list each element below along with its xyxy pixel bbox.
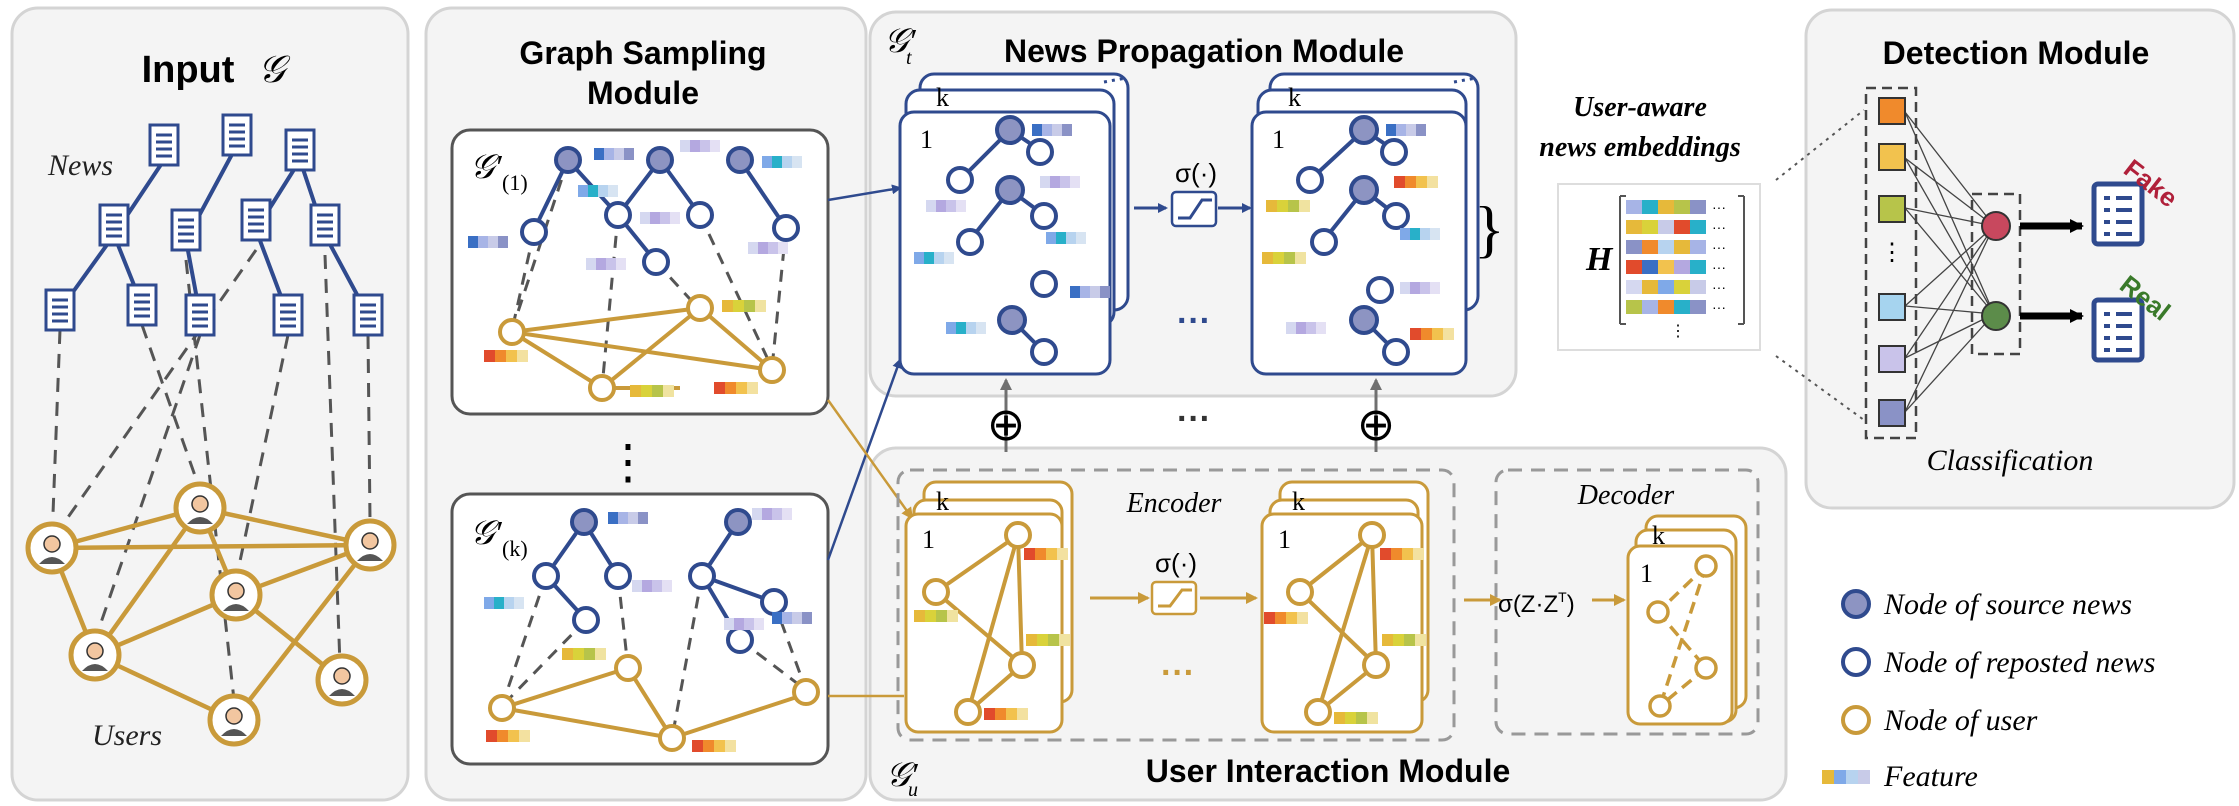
real-neuron <box>1981 301 2011 331</box>
stack-1-label-2: 1 <box>1272 125 1285 154</box>
embedding-matrix: ··· ··· ··· ··· ··· ··· ⋮ <box>1619 195 1745 340</box>
stack-k-label-2: k <box>1288 83 1301 112</box>
encoder-activation-icon <box>1150 580 1198 616</box>
svg-text:···: ··· <box>1712 219 1726 235</box>
propagation-graph-label: 𝒢′ <box>884 23 916 60</box>
sampling-ellipsis: ⋮ <box>604 436 652 489</box>
legend-feature-icon <box>1822 770 1870 784</box>
encoder-ellipsis: ··· <box>1161 654 1195 692</box>
svg-text:⊕: ⊕ <box>1357 398 1396 450</box>
interaction-title: User Interaction Module <box>1146 753 1511 789</box>
fusion-plus-1: ⊕ <box>987 378 1026 452</box>
encoder-stack-1: k 1 <box>904 480 1074 734</box>
interaction-graph-sub: u <box>908 779 918 801</box>
subgraph-k-label: 𝒢′ <box>470 515 502 552</box>
embeddings-label-line2: news embeddings <box>1539 132 1741 163</box>
svg-text:⋮: ⋮ <box>1880 239 1904 266</box>
enc2-stack-1: 1 <box>1278 525 1291 554</box>
between-ellipsis: ··· <box>1177 400 1211 438</box>
svg-text:···: ··· <box>1712 199 1726 215</box>
users-label: Users <box>92 719 162 752</box>
sampling-title-line1: Graph Sampling <box>519 35 766 71</box>
decoder-formula: σ(Z·ZT) <box>1498 589 1575 618</box>
svg-text:⊕: ⊕ <box>987 398 1026 450</box>
subgraph-k-sub: (k) <box>502 536 528 561</box>
legend-source-label: Node of source news <box>1883 588 2132 621</box>
subgraph-1-sub: (1) <box>502 170 528 195</box>
propagation-graph-sub: t <box>906 47 912 69</box>
propagation-stack-2: k 1 <box>1250 72 1480 376</box>
legend-user-label: Node of user <box>1883 704 2038 737</box>
svg-text:···: ··· <box>1712 279 1726 295</box>
activation-box-icon <box>1170 190 1218 228</box>
propagation-title: News Propagation Module <box>1004 33 1404 69</box>
sampling-title-line2: Module <box>587 75 699 111</box>
input-layer-box <box>1864 86 1918 440</box>
svg-text:···: ··· <box>1712 239 1726 255</box>
hidden-layer-box <box>1970 192 2022 356</box>
subgraph-k-box <box>450 492 830 766</box>
legend-reposted-label: Node of reposted news <box>1883 646 2155 679</box>
real-doc-icon <box>2094 300 2142 360</box>
subgraph-1-user-edges <box>510 306 774 390</box>
interaction-graph-label: 𝒢′ <box>886 757 918 794</box>
decoder-stack: k 1 <box>1626 514 1748 726</box>
propagation-stack-1: k 1 <box>898 72 1130 376</box>
enc-stack-1: 1 <box>922 525 935 554</box>
legend-reposted-icon <box>1841 647 1871 677</box>
svg-text:⋮: ⋮ <box>1670 323 1686 340</box>
enc-stack-k: k <box>936 487 949 516</box>
propagation-ellipsis: ··· <box>1177 302 1211 340</box>
svg-text:···: ··· <box>1712 259 1726 275</box>
legend: Node of source news Node of reposted new… <box>1822 588 2155 793</box>
classification-label: Classification <box>1927 444 2094 477</box>
dec-stack-k: k <box>1652 521 1665 550</box>
classifier-edges <box>1904 111 1995 413</box>
legend-user-icon <box>1841 705 1871 735</box>
stack-k-label: k <box>936 83 949 112</box>
legend-feature-label: Feature <box>1883 760 1978 793</box>
legend-source-icon <box>1841 589 1871 619</box>
matrix-symbol: H <box>1585 241 1614 278</box>
decoder-region <box>1494 468 1760 736</box>
propagation-activation: σ(·) <box>1175 158 1217 188</box>
fake-doc-icon <box>2094 184 2142 244</box>
encoder-stack-2: k 1 <box>1260 480 1430 734</box>
subgraph-1-nodes <box>498 146 800 402</box>
fake-neuron <box>1981 211 2011 241</box>
fusion-plus-2: ⊕ <box>1357 378 1396 452</box>
encoder-label: Encoder <box>1126 488 1222 519</box>
embeddings-label-line1: User-aware <box>1573 92 1707 123</box>
encoder-activation: σ(·) <box>1155 548 1197 578</box>
subgraph-1-label: 𝒢′ <box>470 149 502 186</box>
input-layer-neurons: ⋮ <box>1878 97 1906 427</box>
input-title: Input <box>142 49 235 91</box>
enc2-stack-k: k <box>1292 487 1305 516</box>
decoder-label: Decoder <box>1577 480 1675 511</box>
detection-title: Detection Module <box>1883 35 2150 71</box>
embedding-brace: } <box>1474 193 1505 264</box>
stack-1-label: 1 <box>920 125 933 154</box>
news-label: News <box>47 149 113 182</box>
encoder-region <box>896 468 1456 742</box>
svg-text:···: ··· <box>1712 299 1726 315</box>
dec-stack-1: 1 <box>1640 559 1653 588</box>
